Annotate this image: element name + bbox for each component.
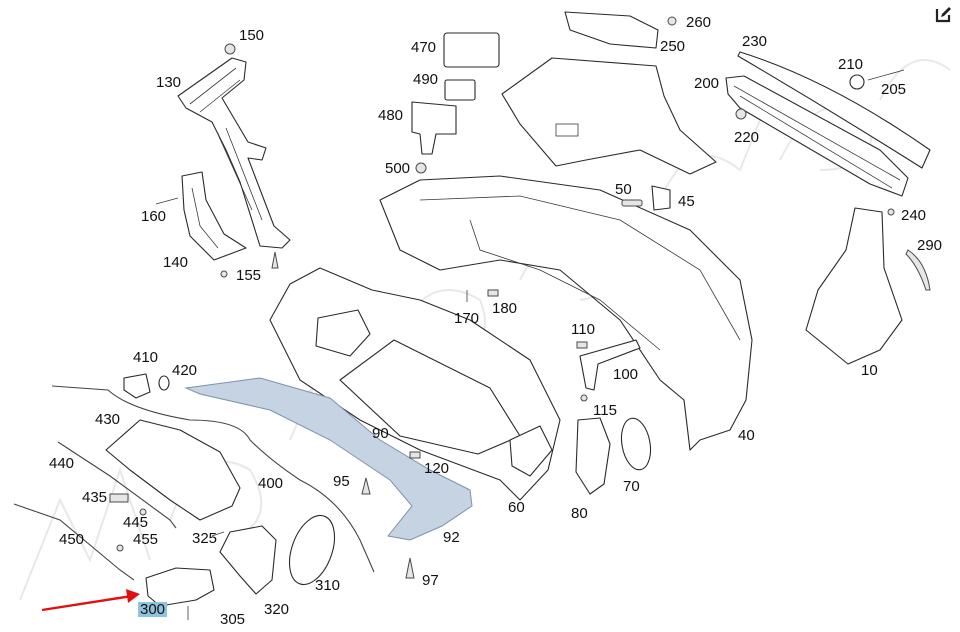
- part-230-strip: [737, 51, 931, 169]
- part-440-wire: [57, 441, 177, 529]
- callout-45[interactable]: 45: [678, 193, 695, 210]
- callout-155[interactable]: 155: [236, 267, 262, 284]
- callout-115[interactable]: 115: [593, 402, 617, 419]
- callout-420[interactable]: 420: [172, 362, 198, 379]
- callout-455[interactable]: 455: [133, 531, 159, 548]
- part-260-nut: [667, 16, 677, 26]
- part-100-bracket: [579, 339, 641, 391]
- callout-210[interactable]: 210: [838, 56, 864, 73]
- part-445-clip: [139, 508, 147, 516]
- callout-320[interactable]: 320: [264, 601, 290, 618]
- callout-90[interactable]: 90: [372, 425, 389, 442]
- callout-445[interactable]: 445: [123, 514, 149, 531]
- part-70-ring: [620, 417, 652, 471]
- part-220-nut: [735, 108, 747, 120]
- callout-300-highlighted[interactable]: 300: [138, 601, 168, 618]
- part-450-wire: [13, 503, 135, 581]
- part-110-clip: [576, 341, 588, 349]
- callout-100[interactable]: 100: [613, 366, 639, 383]
- part-455-clip: [116, 544, 124, 552]
- callout-490[interactable]: 490: [413, 71, 439, 88]
- part-470: [443, 32, 500, 68]
- part-310-ring: [288, 514, 336, 586]
- callout-400[interactable]: 400: [258, 475, 284, 492]
- part-150-nut: [224, 43, 236, 55]
- part-210-disc: [849, 74, 865, 90]
- part-115-screw: [580, 394, 588, 402]
- part-120-clip: [409, 451, 421, 459]
- part-500-grommet: [415, 162, 427, 174]
- part-155-clip: [220, 270, 228, 278]
- part-205-bolt: [867, 69, 905, 81]
- callout-305[interactable]: 305: [220, 611, 246, 628]
- callout-290[interactable]: 290: [917, 237, 943, 254]
- part-325-pin: [211, 531, 225, 537]
- callout-150[interactable]: 150: [239, 27, 265, 44]
- part-92-reinforcement: [184, 377, 473, 541]
- edit-icon: [935, 7, 951, 23]
- callout-230[interactable]: 230: [742, 33, 768, 50]
- part-130-bracket: [177, 57, 291, 249]
- part-97-clip: [405, 557, 415, 579]
- edit-button[interactable]: [934, 4, 954, 24]
- callout-160[interactable]: 160: [141, 208, 167, 225]
- callout-60[interactable]: 60: [508, 499, 525, 516]
- part-upper-cover: [501, 57, 717, 175]
- part-95-clip: [361, 477, 371, 495]
- part-10-corner: [805, 207, 903, 365]
- part-430-plate: [105, 419, 241, 521]
- part-490: [444, 79, 476, 101]
- callout-500[interactable]: 500: [385, 160, 411, 177]
- callout-200[interactable]: 200: [694, 75, 720, 92]
- callout-95[interactable]: 95: [333, 473, 350, 490]
- part-200-carrier: [725, 75, 909, 197]
- callout-310[interactable]: 310: [315, 577, 341, 594]
- callout-170[interactable]: 170: [454, 310, 480, 327]
- callout-140[interactable]: 140: [163, 254, 189, 271]
- callout-430[interactable]: 430: [95, 411, 121, 428]
- callout-92[interactable]: 92: [443, 529, 460, 546]
- part-410-sensor: [123, 373, 151, 399]
- part-140-bracket: [181, 171, 247, 261]
- callout-120[interactable]: 120: [424, 460, 450, 477]
- callout-50[interactable]: 50: [615, 181, 632, 198]
- callout-480[interactable]: 480: [378, 107, 404, 124]
- part-300-bracket: [145, 567, 215, 607]
- part-480: [411, 101, 457, 155]
- callout-220[interactable]: 220: [734, 129, 760, 146]
- callout-470[interactable]: 470: [411, 39, 437, 56]
- part-290-trim: [905, 249, 931, 291]
- part-50: [621, 199, 643, 207]
- part-60-trim: [509, 425, 553, 477]
- callout-205[interactable]: 205: [881, 81, 907, 98]
- part-435-connector: [109, 493, 129, 503]
- part-400-wire: [51, 385, 375, 573]
- part-45: [651, 185, 671, 211]
- part-420-ring: [158, 375, 170, 391]
- callout-240[interactable]: 240: [901, 207, 927, 224]
- callout-435[interactable]: 435: [82, 489, 108, 506]
- callout-180[interactable]: 180: [492, 300, 518, 317]
- callout-70[interactable]: 70: [623, 478, 640, 495]
- callout-250[interactable]: 250: [660, 38, 686, 55]
- callout-40[interactable]: 40: [738, 427, 755, 444]
- callout-130[interactable]: 130: [156, 74, 182, 91]
- part-80-trim: [575, 417, 611, 495]
- callout-10[interactable]: 10: [861, 362, 878, 379]
- callout-110[interactable]: 110: [571, 321, 595, 338]
- callout-325[interactable]: 325: [192, 530, 218, 547]
- callout-260[interactable]: 260: [686, 14, 712, 31]
- part-320-sensor-housing: [219, 525, 277, 595]
- callout-410[interactable]: 410: [133, 349, 159, 366]
- callout-80[interactable]: 80: [571, 505, 588, 522]
- part-180-clip: [487, 289, 499, 297]
- callout-97[interactable]: 97: [422, 572, 439, 589]
- callout-440[interactable]: 440: [49, 455, 75, 472]
- part-160-pin: [155, 197, 179, 205]
- callout-450[interactable]: 450: [59, 531, 85, 548]
- part-exhaust-opening-left: [315, 309, 371, 357]
- part-240-nut: [887, 208, 895, 216]
- part-250-bracket: [564, 11, 659, 49]
